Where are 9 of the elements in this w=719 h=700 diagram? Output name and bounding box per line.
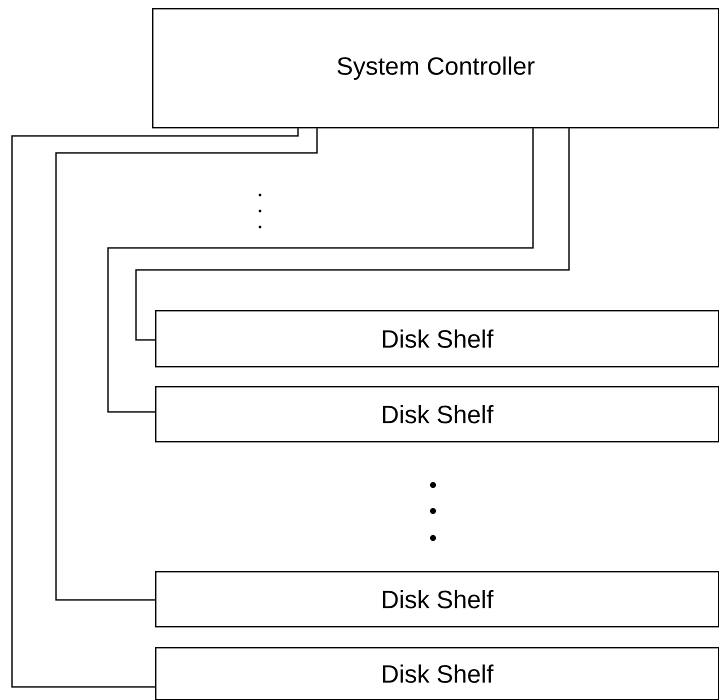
- shelf-box: Disk Shelf: [155, 646, 719, 700]
- cable-line: [135, 128, 570, 341]
- cable-line: [55, 128, 318, 601]
- controller-box: System Controller: [152, 8, 719, 128]
- shelf-box: Disk Shelf: [155, 310, 719, 368]
- shelf-box: Disk Shelf: [155, 570, 719, 628]
- shelf-box: Disk Shelf: [155, 386, 719, 442]
- cable-line: [107, 128, 534, 413]
- cable-line: [11, 128, 299, 688]
